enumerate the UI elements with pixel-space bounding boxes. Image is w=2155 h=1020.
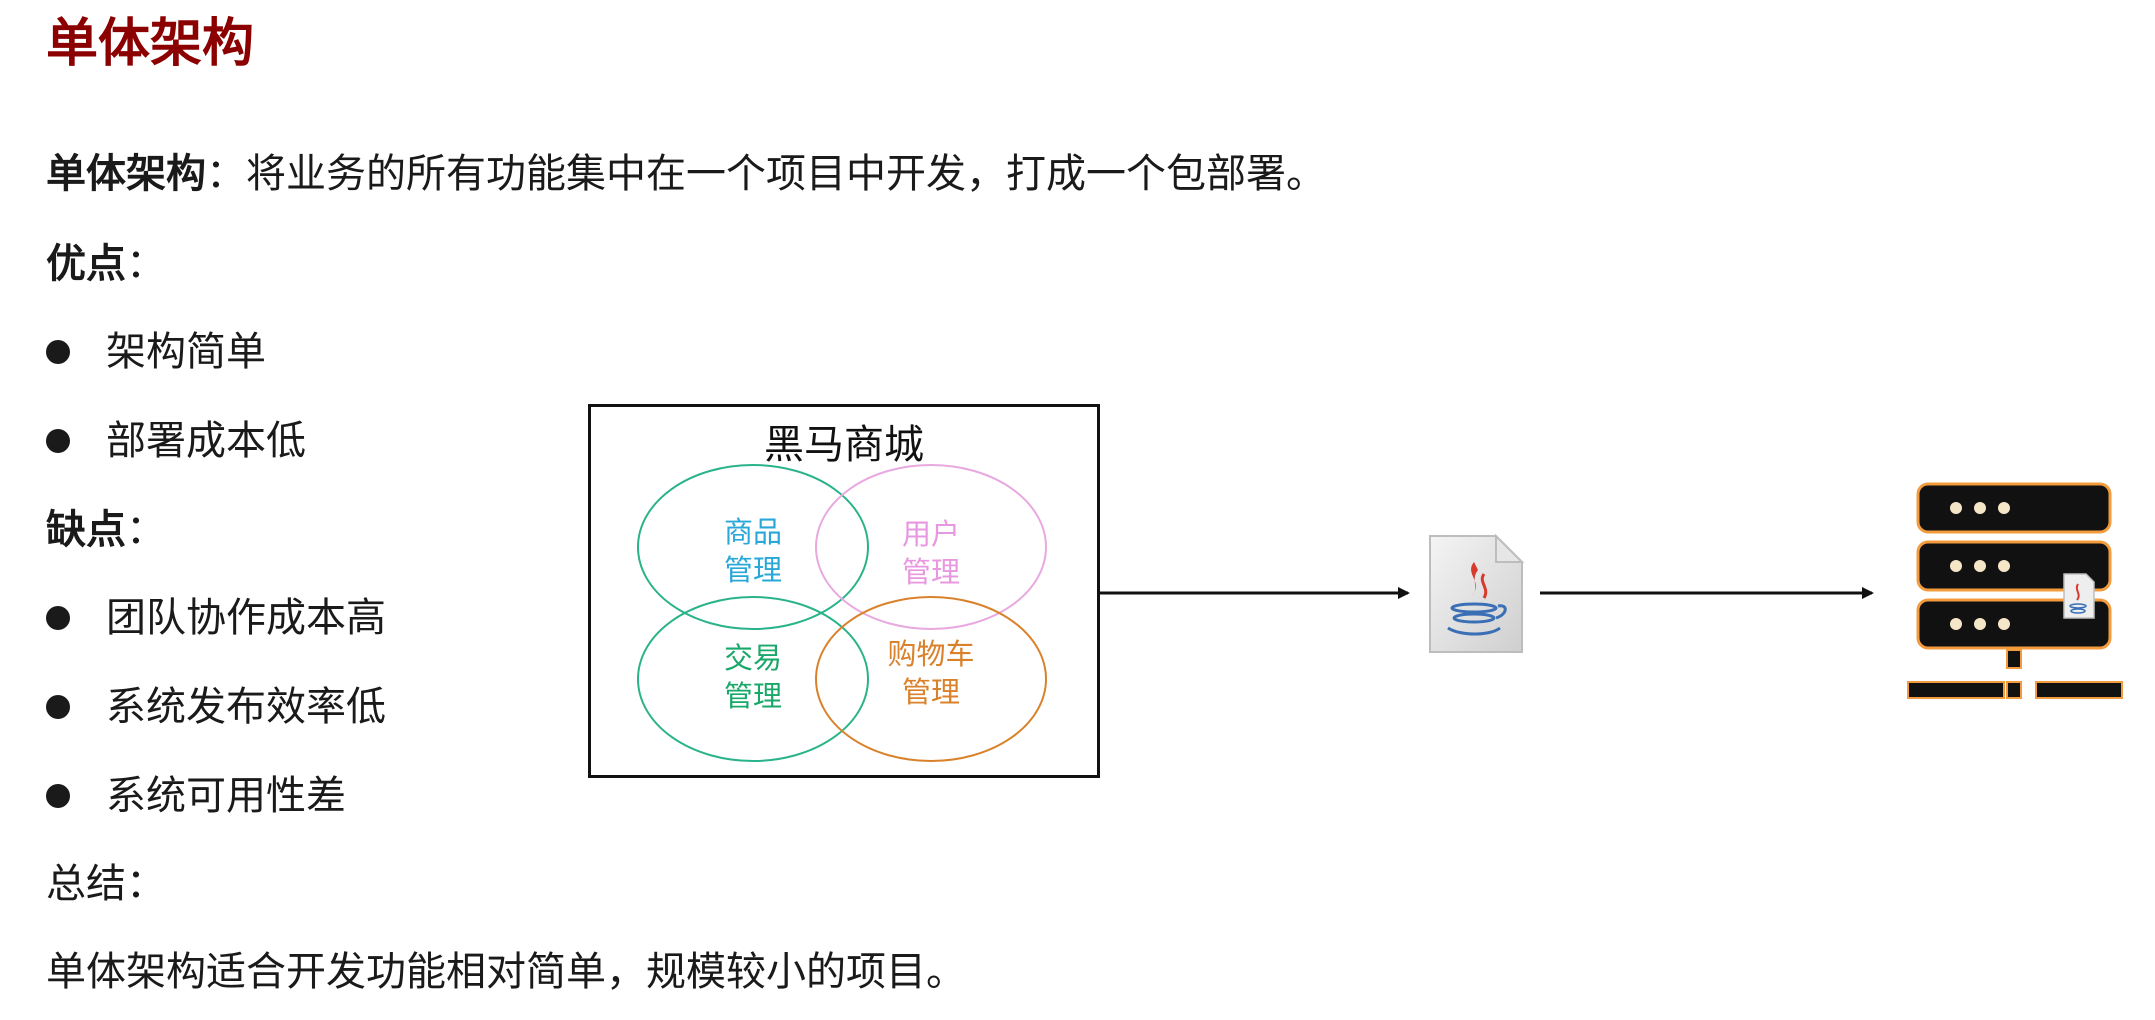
summary-text: 单体架构适合开发功能相对简单，规模较小的项目。 — [46, 949, 966, 995]
module-cart-label: 购物车 管理 — [866, 635, 996, 711]
module-goods-label: 商品 管理 — [698, 513, 808, 589]
definition-term: 单体架构 — [46, 151, 206, 197]
definition-text: 将业务的所有功能集中在一个项目中开发，打成一个包部署。 — [246, 151, 1326, 197]
monolith-box: 黑马商城 商品 管理 用户 管理 交易 管理 购物车 管理 — [588, 404, 1100, 778]
module-goods-line1: 商品 — [723, 515, 782, 549]
cons-label: 缺点 — [46, 507, 126, 553]
bullet-dot-icon — [46, 695, 70, 719]
pros-item-text: 架构简单 — [106, 329, 266, 375]
pros-item-text: 部署成本低 — [106, 418, 306, 464]
summary-label: 总结： — [46, 861, 166, 907]
venn-circle-goods — [637, 464, 869, 630]
module-trade-line2: 管理 — [723, 679, 782, 713]
module-cart-line1: 购物车 — [887, 637, 975, 671]
module-cart-line2: 管理 — [901, 675, 960, 709]
box-title: 黑马商城 — [764, 422, 924, 468]
cons-item: 系统可用性差 — [46, 768, 346, 824]
definition-line: 单体架构：将业务的所有功能集中在一个项目中开发，打成一个包部署。 — [46, 146, 1326, 202]
bullet-dot-icon — [46, 606, 70, 630]
cons-item: 团队协作成本高 — [46, 590, 386, 646]
bullet-dot-icon — [46, 429, 70, 453]
cons-colon: ： — [126, 507, 166, 553]
bullet-dot-icon — [46, 784, 70, 808]
pros-label: 优点 — [46, 241, 126, 287]
bullet-dot-icon — [46, 340, 70, 364]
pros-colon: ： — [126, 241, 166, 287]
pros-heading: 优点： — [46, 236, 166, 292]
server-rack-icon — [1907, 482, 2123, 699]
venn-circle-users — [815, 464, 1047, 630]
cons-item: 系统发布效率低 — [46, 679, 386, 735]
cons-heading: 缺点： — [46, 502, 166, 558]
cons-item-text: 系统发布效率低 — [106, 684, 386, 730]
module-users-line2: 管理 — [901, 555, 960, 589]
pros-item: 部署成本低 — [46, 413, 306, 469]
venn-diagram — [637, 464, 1047, 762]
module-goods-line2: 管理 — [723, 553, 782, 587]
cons-item-text: 团队协作成本高 — [106, 595, 386, 641]
module-trade-line1: 交易 — [723, 641, 782, 675]
venn-circle-cart — [815, 596, 1047, 762]
module-users-line1: 用户 — [901, 517, 960, 551]
pros-item: 架构简单 — [46, 324, 266, 380]
java-jar-file-icon — [1429, 533, 1525, 653]
cons-item-text: 系统可用性差 — [106, 773, 346, 819]
module-users-label: 用户 管理 — [876, 515, 986, 591]
module-trade-label: 交易 管理 — [698, 639, 808, 715]
deployed-jar-mini-icon — [2063, 573, 2095, 619]
page-title: 单体架构 — [46, 14, 255, 74]
venn-circle-trade — [637, 596, 869, 762]
definition-separator: ： — [206, 151, 246, 197]
